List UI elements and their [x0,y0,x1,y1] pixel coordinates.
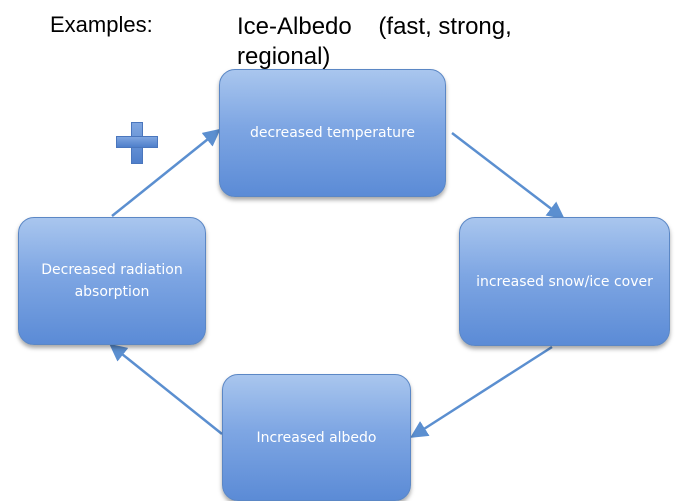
node-decreased-radiation-absorption: Decreased radiation absorption [18,217,206,345]
examples-label: Examples: [50,12,153,37]
arrow-bottom-to-left [109,343,223,435]
arrow-top-to-right [451,132,565,220]
node-label: decreased temperature [249,125,416,141]
node-label: increased snow/ice cover [476,273,653,290]
node-increased-albedo: Increased albedo [222,374,411,501]
node-decreased-temperature: decreased temperature [219,69,446,197]
arrow-left-to-top [111,128,221,217]
node-increased-snow-ice-cover: increased snow/ice cover [459,217,670,346]
arrow-right-to-bottom [410,345,553,438]
node-label: Decreased radiation absorption [41,262,183,300]
node-label: Increased albedo [256,429,377,446]
diagram-title: Ice-Albedo (fast, strong, regional) [237,13,519,70]
positive-feedback-plus-icon [116,122,158,164]
